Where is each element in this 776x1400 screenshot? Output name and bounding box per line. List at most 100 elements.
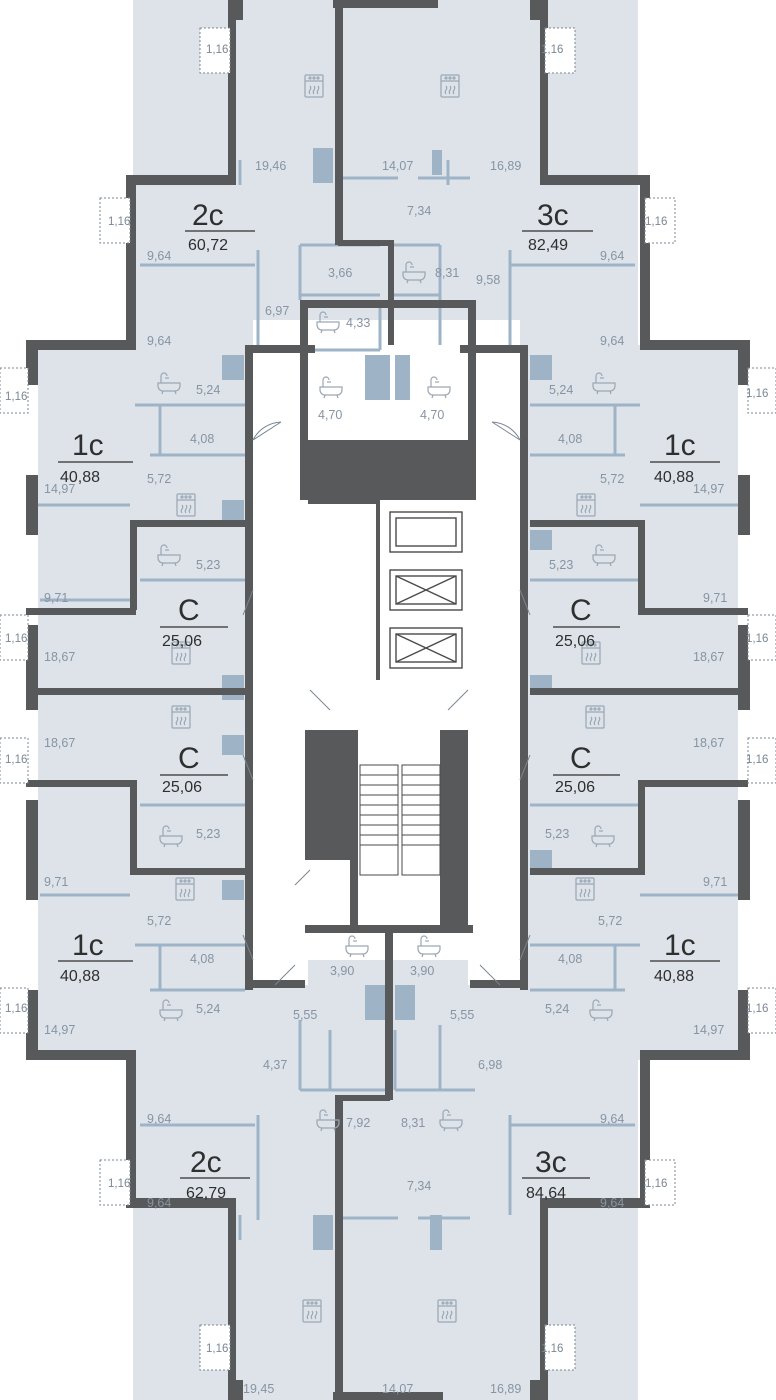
door-swing-icon bbox=[294, 869, 311, 886]
apartment-type: 1с bbox=[72, 429, 104, 462]
apt-fill-top-wing-l bbox=[230, 0, 340, 10]
room-area-label: 6,98 bbox=[478, 1058, 502, 1072]
apartment-type: 2с bbox=[190, 1146, 222, 1179]
elevator-icon bbox=[389, 627, 463, 669]
apartment-type: С bbox=[178, 742, 200, 775]
apartment-label-1c-bl: 1с 40,88 bbox=[58, 929, 133, 985]
balconies bbox=[0, 27, 776, 1371]
walls bbox=[26, 0, 750, 1400]
balcony-area-label: 1,16 bbox=[746, 1003, 768, 1015]
apartment-total-area: 25,06 bbox=[555, 779, 595, 796]
room-area-label: 18,67 bbox=[44, 736, 75, 750]
room-area-label: 14,97 bbox=[44, 1023, 75, 1037]
room-area-label: 7,34 bbox=[407, 204, 431, 218]
apartment-label-2c-bot: 2с 62,79 bbox=[180, 1146, 250, 1202]
room-area-label: 18,67 bbox=[693, 736, 724, 750]
apartment-labels: 2с 60,72 3с 82,49 1с 40,88 1с 40,88 С 25… bbox=[58, 199, 720, 1202]
apt-fill-2c-top bbox=[133, 0, 343, 345]
room-area-label: 14,97 bbox=[693, 482, 724, 496]
apartment-total-area: 25,06 bbox=[162, 779, 202, 796]
balcony-area-label: 1,16 bbox=[541, 1343, 563, 1355]
apartment-total-area: 40,88 bbox=[654, 968, 694, 985]
stairs-icon bbox=[359, 764, 441, 876]
room-area-label: 9,71 bbox=[703, 591, 727, 605]
apartment-total-area: 62,79 bbox=[186, 1185, 226, 1202]
balcony-area-label: 1,16 bbox=[746, 633, 768, 645]
apartment-total-area: 84,64 bbox=[526, 1185, 566, 1202]
balcony-area-label: 1,16 bbox=[5, 1003, 27, 1015]
apt-fill-c-r1 bbox=[523, 520, 743, 690]
room-area-label: 8,31 bbox=[435, 266, 459, 280]
apartment-type: 3с bbox=[535, 1146, 567, 1179]
apartment-label-c-r1: С 25,06 bbox=[553, 594, 620, 650]
apt-fill-1c-tr bbox=[523, 345, 743, 520]
room-area-label: 9,71 bbox=[44, 875, 68, 889]
apartment-label-c-l1: С 25,06 bbox=[160, 594, 228, 650]
apartment-type: 1с bbox=[72, 929, 104, 962]
room-area-label: 9,64 bbox=[147, 249, 171, 263]
room-area-label: 5,24 bbox=[545, 1002, 569, 1016]
balcony-area-labels: 1,16 1,16 1,16 1,16 1,16 1,16 1,16 1,16 … bbox=[5, 44, 768, 1355]
apartment-label-3c-top: 3с 82,49 bbox=[522, 199, 593, 254]
door-swing-icon bbox=[519, 754, 531, 781]
balcony-area-label: 1,16 bbox=[206, 1343, 228, 1355]
apartment-type: 1с bbox=[664, 429, 696, 462]
balcony-area-label: 1,16 bbox=[5, 391, 27, 403]
room-area-label: 14,07 bbox=[382, 159, 413, 173]
room-area-label: 4,08 bbox=[190, 952, 214, 966]
doors bbox=[242, 421, 531, 986]
balcony-area-label: 1,16 bbox=[746, 754, 768, 766]
room-area-label: 8,31 bbox=[401, 1116, 425, 1130]
apartment-total-area: 25,06 bbox=[555, 633, 595, 650]
balcony-area-label: 1,16 bbox=[746, 388, 768, 400]
room-area-label: 3,90 bbox=[410, 964, 434, 978]
balcony-area-label: 1,16 bbox=[645, 216, 667, 228]
room-area-label: 18,67 bbox=[693, 650, 724, 664]
room-area-label: 9,64 bbox=[147, 334, 171, 348]
room-area-label: 5,23 bbox=[545, 827, 569, 841]
apartment-type: 3с bbox=[537, 199, 569, 232]
room-area-label: 9,64 bbox=[600, 1196, 624, 1210]
balcony-area-label: 1,16 bbox=[108, 1178, 130, 1190]
room-area-label: 5,23 bbox=[196, 827, 220, 841]
apartment-total-area: 40,88 bbox=[60, 469, 100, 486]
room-area-label: 19,46 bbox=[255, 159, 286, 173]
elevators bbox=[308, 500, 463, 680]
central-core bbox=[253, 320, 520, 985]
room-area-label: 9,71 bbox=[44, 591, 68, 605]
room-area-label: 4,37 bbox=[263, 1058, 287, 1072]
apt-fill-1c-tl bbox=[33, 345, 253, 520]
room-area-labels: 19,46 14,07 16,89 7,34 9,64 9,64 3,66 8,… bbox=[44, 159, 727, 1396]
room-area-label: 14,07 bbox=[382, 1382, 413, 1396]
room-area-label: 9,64 bbox=[147, 1196, 171, 1210]
elevator-icon bbox=[389, 511, 463, 553]
door-swing-icon bbox=[242, 754, 254, 781]
interior-partitions bbox=[30, 160, 745, 1240]
door-swing-icon bbox=[242, 589, 254, 616]
room-area-label: 14,97 bbox=[693, 1023, 724, 1037]
room-area-label: 18,67 bbox=[44, 650, 75, 664]
room-area-label: 4,33 bbox=[346, 316, 370, 330]
room-area-label: 9,58 bbox=[476, 273, 500, 287]
room-area-label: 9,64 bbox=[147, 1112, 171, 1126]
balcony-area-label: 1,16 bbox=[108, 216, 130, 228]
room-area-label: 5,23 bbox=[549, 558, 573, 572]
apartment-label-1c-br: 1с 40,88 bbox=[650, 929, 720, 985]
room-area-label: 9,64 bbox=[600, 334, 624, 348]
room-area-label: 4,70 bbox=[318, 408, 342, 422]
apartment-label-1c-tl: 1с 40,88 bbox=[58, 429, 133, 486]
door-swing-icon bbox=[519, 589, 531, 616]
apartment-total-area: 25,06 bbox=[162, 633, 202, 650]
room-area-label: 9,64 bbox=[600, 249, 624, 263]
room-area-label: 9,64 bbox=[600, 1112, 624, 1126]
room-area-label: 5,24 bbox=[196, 383, 220, 397]
room-area-label: 16,89 bbox=[490, 1382, 521, 1396]
balcony-area-label: 1,16 bbox=[541, 44, 563, 56]
room-area-label: 4,08 bbox=[558, 952, 582, 966]
apartment-type: С bbox=[570, 594, 592, 627]
room-area-label: 14,97 bbox=[44, 482, 75, 496]
room-area-label: 5,72 bbox=[598, 914, 622, 928]
room-area-label: 6,97 bbox=[265, 304, 289, 318]
room-area-label: 4,70 bbox=[420, 408, 444, 422]
